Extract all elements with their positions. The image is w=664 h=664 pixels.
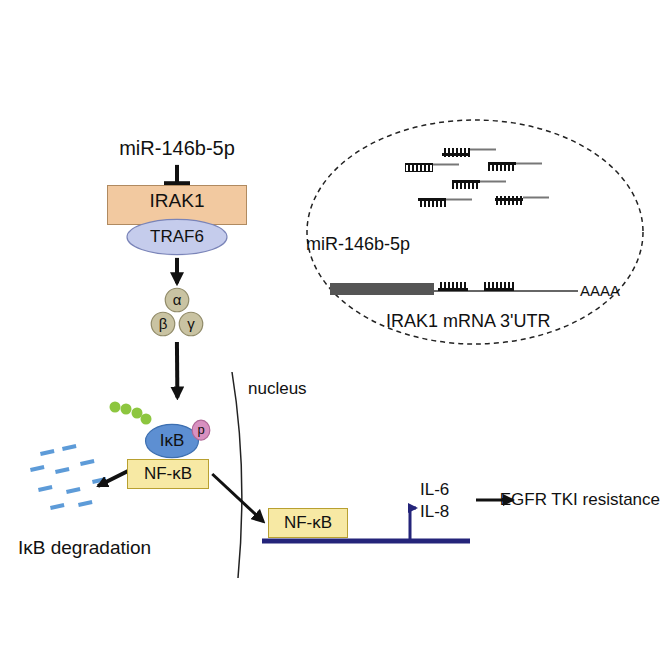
node-text: NF-κB [144,465,192,484]
compartment-label: nucleus [248,380,307,399]
node-text: γ [187,316,195,333]
degradation-fragments [30,444,107,510]
node-text: TRAF6 [150,228,204,247]
nuclear-membrane [232,372,242,578]
promoter-arrow [410,508,416,539]
dna [262,539,470,544]
mirna-strands [405,148,549,207]
ikk-subunit: β [151,312,175,336]
mrna-body [330,283,434,295]
polya-label: AAAA [580,283,620,300]
node-text: p [197,423,204,437]
adaptor-ellipse: TRAF6 [126,219,228,255]
inhibitor-ellipse: IκB [145,424,199,458]
inhibition-line [175,165,179,184]
transcription-factor-box: NF-κB [268,508,348,538]
activation-arrow [175,258,179,283]
outcome-label: EGFR TKI resistance [500,491,660,510]
node-text: IRAK1 [150,191,205,212]
node-text: α [173,292,182,309]
cytokine-label: IL-8 [420,503,449,522]
mrna-label: IRAK1 mRNA 3'UTR [386,312,550,332]
node-text: β [159,316,168,333]
activation-arrow [212,474,263,522]
activation-arrow [175,342,179,397]
node-text: IκB [160,432,185,451]
node-text: NF-κB [284,514,332,533]
binding-site [484,282,514,291]
mirna-label: miR-146b-5p [117,135,237,161]
cytokine-label: IL-6 [420,481,449,500]
ikk-subunit: α [165,288,189,312]
inset-outline [307,120,643,344]
process-label: IκB degradation [18,538,151,559]
binding-site [438,282,468,291]
mirna-label: miR-146b-5p [306,235,410,255]
ubiquitin-chain [110,402,152,425]
transcription-factor-box: NF-κB [127,459,209,489]
ikk-subunit: γ [179,312,203,336]
node-text: miR-146b-5p [119,137,235,159]
phospho-dot: p [192,420,210,440]
